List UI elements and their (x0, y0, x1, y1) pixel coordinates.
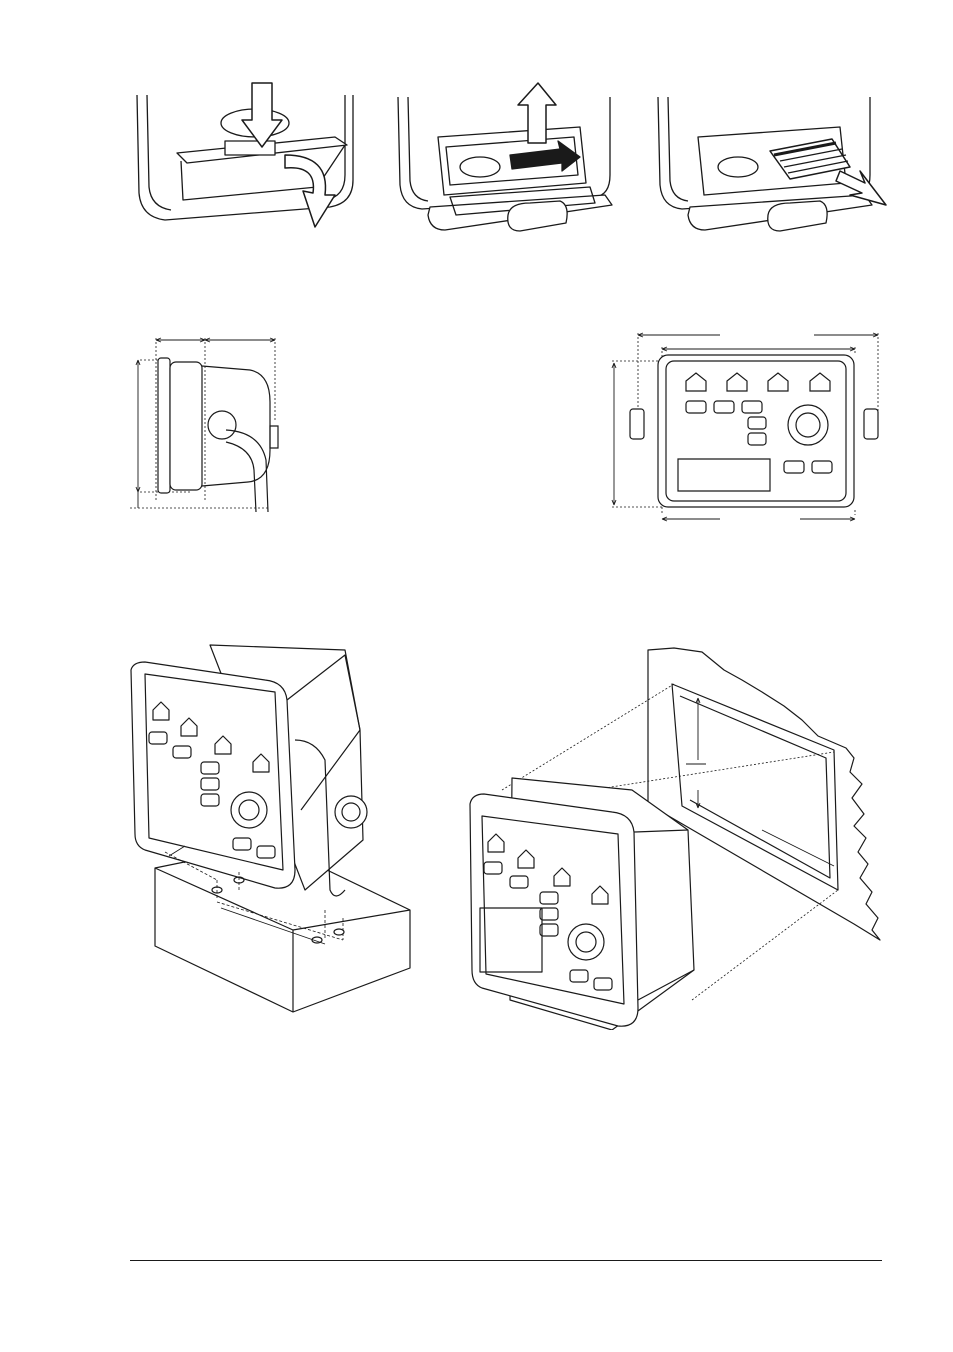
memory-card-step-eject (390, 75, 620, 240)
bracket-mounting (125, 640, 415, 1020)
dimensions-front-view (600, 325, 890, 525)
footer-rule (130, 1260, 882, 1261)
press-arrow-icon (242, 83, 282, 147)
rotate-arrow-icon (285, 155, 335, 227)
memory-card-step-open-cover (125, 75, 365, 240)
dimensions-side-view (130, 330, 290, 515)
memory-card-step-insert-card (650, 75, 890, 240)
flush-mounting (462, 640, 892, 1030)
